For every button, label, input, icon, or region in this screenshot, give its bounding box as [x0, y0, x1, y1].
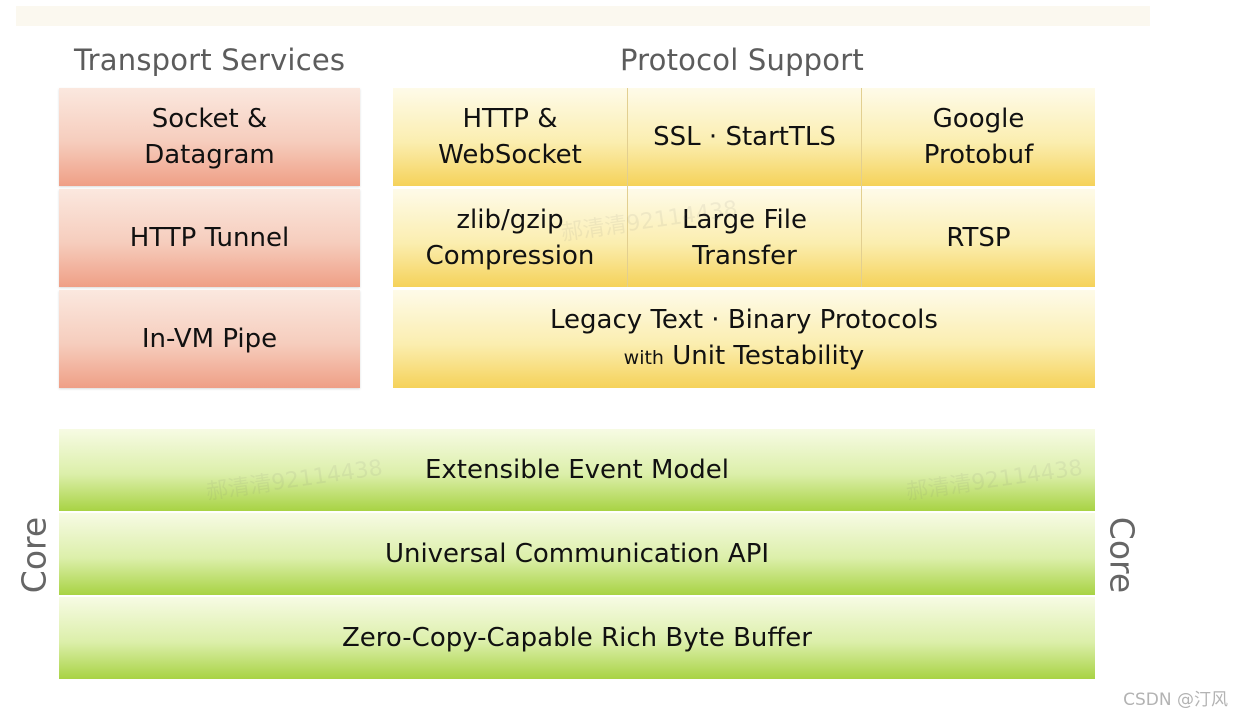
ssl-starttls-cell: SSL · StartTLS — [628, 88, 861, 186]
legacy-unit-testability: Unit Testability — [672, 341, 865, 371]
csdn-credit: CSDN @汀风 — [1123, 690, 1228, 710]
rtsp-cell: RTSP — [862, 189, 1095, 287]
protocol-divider-1 — [627, 88, 628, 287]
zlib-gzip-compression-cell: zlib/gzip Compression — [393, 189, 627, 287]
google-protobuf-cell: Google Protobuf — [862, 88, 1095, 186]
legacy-with-word: with — [623, 347, 664, 369]
universal-communication-api-label: Universal Communication API — [384, 539, 770, 569]
core-label-left: Core — [14, 516, 54, 594]
socket-datagram-line-1: Socket & — [151, 104, 268, 134]
in-vm-pipe-cell: In-VM Pipe — [59, 290, 360, 388]
top-band — [16, 6, 1150, 26]
legacy-protocols-cell: Legacy Text · Binary Protocols with Unit… — [393, 290, 1095, 388]
extensible-event-model-layer: Extensible Event Model — [59, 429, 1095, 511]
legacy-protocols-line-1: Legacy Text · Binary Protocols — [550, 305, 938, 335]
large-file-transfer-cell: Large File Transfer — [628, 189, 861, 287]
protocol-support-heading: Protocol Support — [620, 43, 864, 77]
http-websocket-cell: HTTP & WebSocket — [393, 88, 627, 186]
byte-buffer-layer: Zero-Copy-Capable Rich Byte Buffer — [59, 597, 1095, 679]
http-tunnel-cell: HTTP Tunnel — [59, 189, 360, 287]
large-file-line-1: Large File — [682, 205, 807, 235]
zlib-gzip-line-1: zlib/gzip — [456, 205, 564, 235]
in-vm-pipe-label: In-VM Pipe — [141, 324, 278, 354]
socket-datagram-cell: Socket & Datagram — [59, 88, 360, 186]
byte-buffer-label: Zero-Copy-Capable Rich Byte Buffer — [341, 623, 812, 653]
http-websocket-line-1: HTTP & — [462, 104, 558, 134]
large-file-line-2: Transfer — [692, 241, 797, 271]
core-label-right: Core — [1102, 516, 1142, 594]
socket-datagram-line-2: Datagram — [144, 140, 275, 170]
google-protobuf-line-1: Google — [932, 104, 1025, 134]
google-protobuf-line-2: Protobuf — [923, 140, 1034, 170]
extensible-event-model-label: Extensible Event Model — [424, 455, 730, 485]
legacy-protocols-line-2: with Unit Testability — [550, 338, 938, 376]
rtsp-label: RTSP — [946, 223, 1011, 253]
zlib-gzip-line-2: Compression — [425, 241, 595, 271]
http-websocket-line-2: WebSocket — [438, 140, 582, 170]
http-tunnel-label: HTTP Tunnel — [129, 223, 290, 253]
transport-services-heading: Transport Services — [74, 43, 346, 77]
protocol-divider-2 — [861, 88, 862, 287]
ssl-starttls-label: SSL · StartTLS — [653, 122, 836, 152]
universal-communication-api-layer: Universal Communication API — [59, 513, 1095, 595]
